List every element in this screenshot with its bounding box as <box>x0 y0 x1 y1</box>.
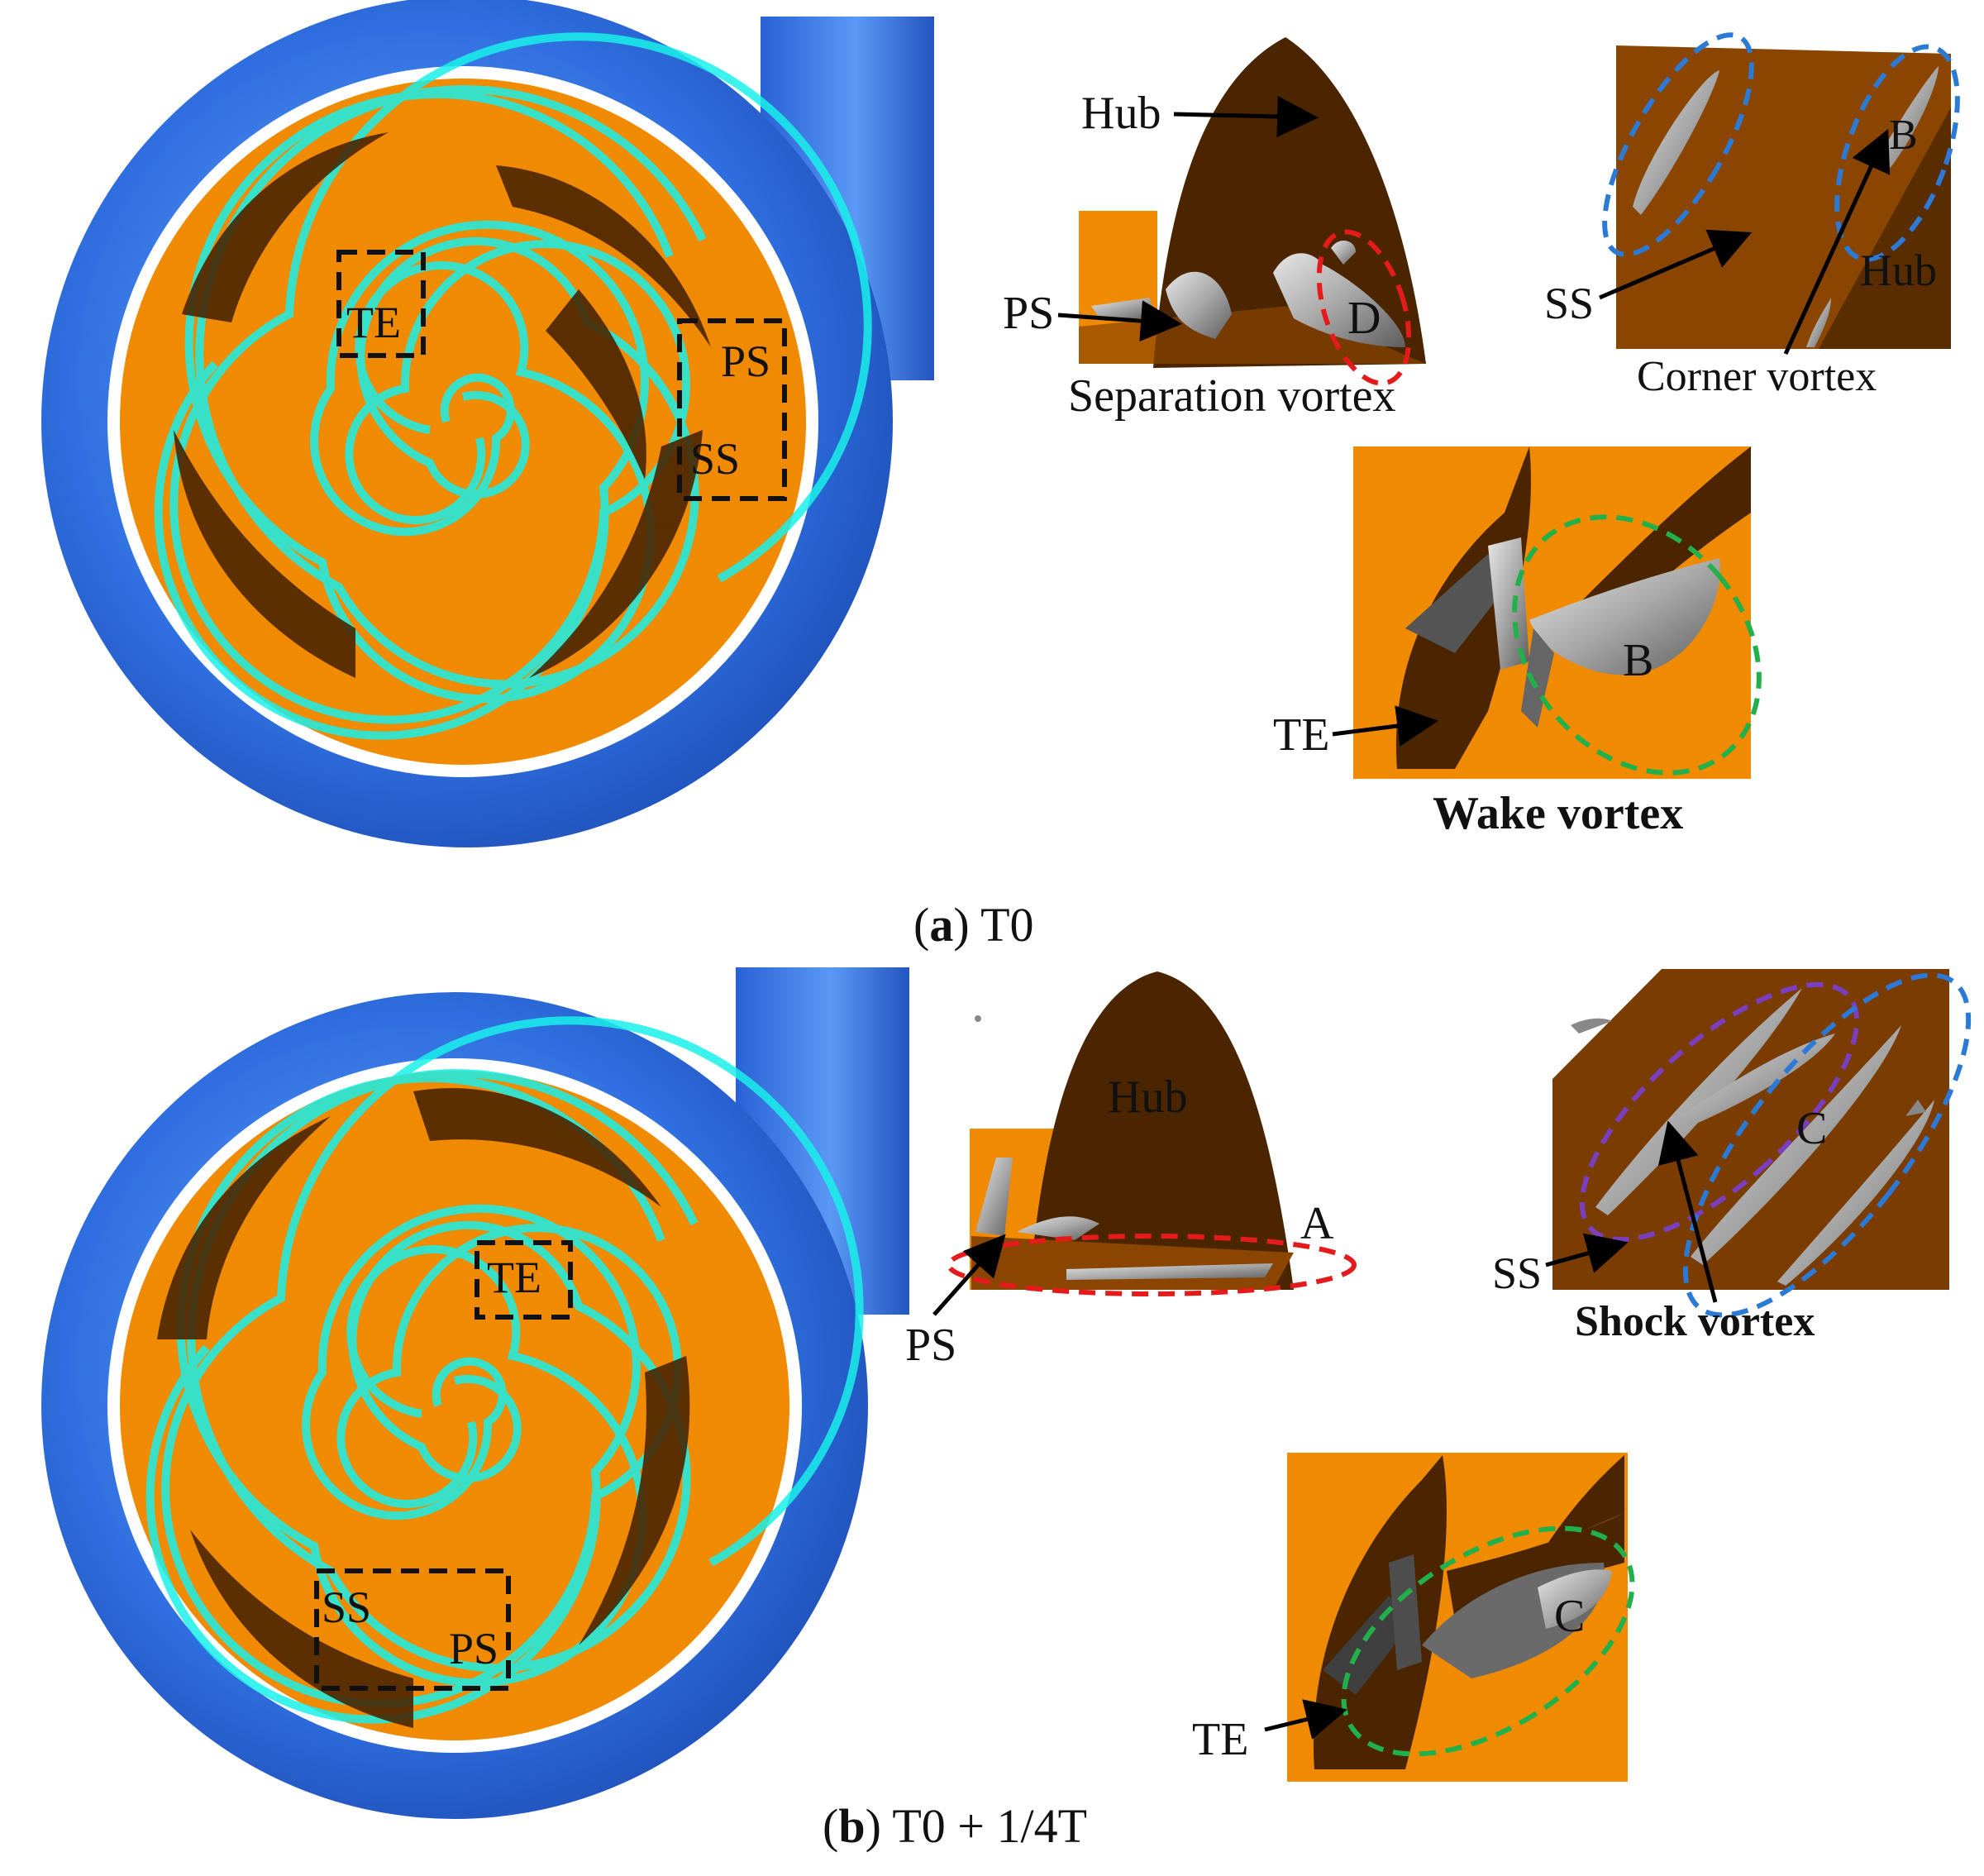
hub-a <box>1153 37 1426 368</box>
te-label-b: TE <box>487 1253 541 1302</box>
shock-ellipse-blue-b <box>1682 972 1972 1318</box>
te-box-b <box>475 1240 573 1320</box>
separation-vortex-shapes-b <box>975 1158 1273 1280</box>
separation-title-a: Separation vortex <box>1068 370 1396 422</box>
ps-label-sep-b: PS <box>905 1320 956 1371</box>
marker-b-wake-a: B <box>1623 635 1653 686</box>
te-box-a <box>336 250 426 358</box>
shock-title-b: Shock vortex <box>1575 1298 1815 1345</box>
ss-label-b: SS <box>322 1582 371 1632</box>
hub-label-b: Hub <box>1108 1072 1187 1123</box>
pump-a: TE PS SS <box>41 0 934 847</box>
ps-label-a: PS <box>721 337 770 386</box>
vortex-speck-b <box>975 1015 981 1022</box>
blades-b <box>157 1088 690 1728</box>
caption-b-text: T0 + 1/4T <box>892 1799 1088 1853</box>
ss-ps-box-b <box>314 1568 511 1691</box>
corner-inset-a: B Hub SS Corner vortex <box>1544 32 1960 400</box>
separation-ellipse-b <box>947 1234 1357 1296</box>
marker-c-wake-b: C <box>1554 1591 1585 1642</box>
te-label-wake-b: TE <box>1192 1714 1248 1765</box>
marker-d-a: D <box>1347 293 1381 344</box>
marker-a-b: A <box>1300 1198 1334 1249</box>
corner-hub-a <box>1819 107 1951 349</box>
wake-inset-a: B TE Wake vortex <box>1273 446 1762 839</box>
te-label-wake-a: TE <box>1273 709 1329 761</box>
caption-b-letter: b <box>838 1799 866 1853</box>
marker-b-corner-a: B <box>1889 112 1918 159</box>
wake-vortex-shapes-b <box>1323 1554 1612 1695</box>
corner-arrow-a <box>1783 128 1891 356</box>
pump-b: TE SS PS <box>41 967 909 1819</box>
caption-a: (a) T0 <box>913 898 1034 952</box>
te-arrow-wake-b <box>1264 1699 1347 1740</box>
hub-label-corner-a: Hub <box>1860 246 1937 295</box>
hub-b <box>1029 971 1294 1290</box>
ss-arrow-shock-b <box>1545 1233 1629 1273</box>
wake-inset-b: C TE <box>1192 1453 1635 1782</box>
ps-arrow-b <box>932 1234 1006 1316</box>
separation-inset-a: Hub PS D Separation vortex <box>1003 37 1426 422</box>
ps-label-b: PS <box>449 1624 498 1673</box>
blades-a <box>174 132 711 678</box>
te-label-a: TE <box>346 298 401 347</box>
streamlines-a <box>154 32 872 740</box>
caption-a-text: T0 <box>980 898 1034 952</box>
impeller-a <box>120 79 806 765</box>
hub-label-a: Hub <box>1081 88 1161 139</box>
wake-title-a: Wake vortex <box>1433 788 1683 839</box>
shock-surface-b <box>1552 969 1949 1290</box>
wake-ellipse-a <box>1512 514 1762 776</box>
shock-arrow-b <box>1657 1120 1718 1303</box>
shock-ellipse-purple-b <box>1579 981 1860 1243</box>
separation-ellipse-a <box>1316 229 1412 386</box>
corner-vortex-shapes-a <box>1633 66 1939 347</box>
wake-blade-b-tip <box>1546 1455 1624 1546</box>
separation-inset-b: Hub A PS <box>905 971 1357 1371</box>
ss-label-a: SS <box>690 434 740 484</box>
shock-vortex-shapes-b <box>1571 988 1934 1286</box>
marker-c-shock-b: C <box>1796 1103 1827 1154</box>
corner-title-a: Corner vortex <box>1637 353 1877 400</box>
caption-b: (b) T0 + 1/4T <box>823 1799 1088 1853</box>
caption-a-letter: a <box>929 898 954 952</box>
ps-arrow-a <box>1057 300 1182 342</box>
ss-label-shock-b: SS <box>1492 1248 1542 1298</box>
corner-ellipse-left-a <box>1602 32 1754 257</box>
wake-ellipse-b <box>1341 1525 1635 1757</box>
te-arrow-wake-a <box>1332 705 1438 747</box>
shock-inset-b: C SS Shock vortex <box>1492 969 1972 1345</box>
ss-label-corner-a: SS <box>1544 279 1594 328</box>
ps-label-sep-a: PS <box>1003 288 1054 339</box>
hub-arrow-a <box>1173 96 1319 138</box>
ss-arrow-corner-a <box>1599 229 1753 300</box>
